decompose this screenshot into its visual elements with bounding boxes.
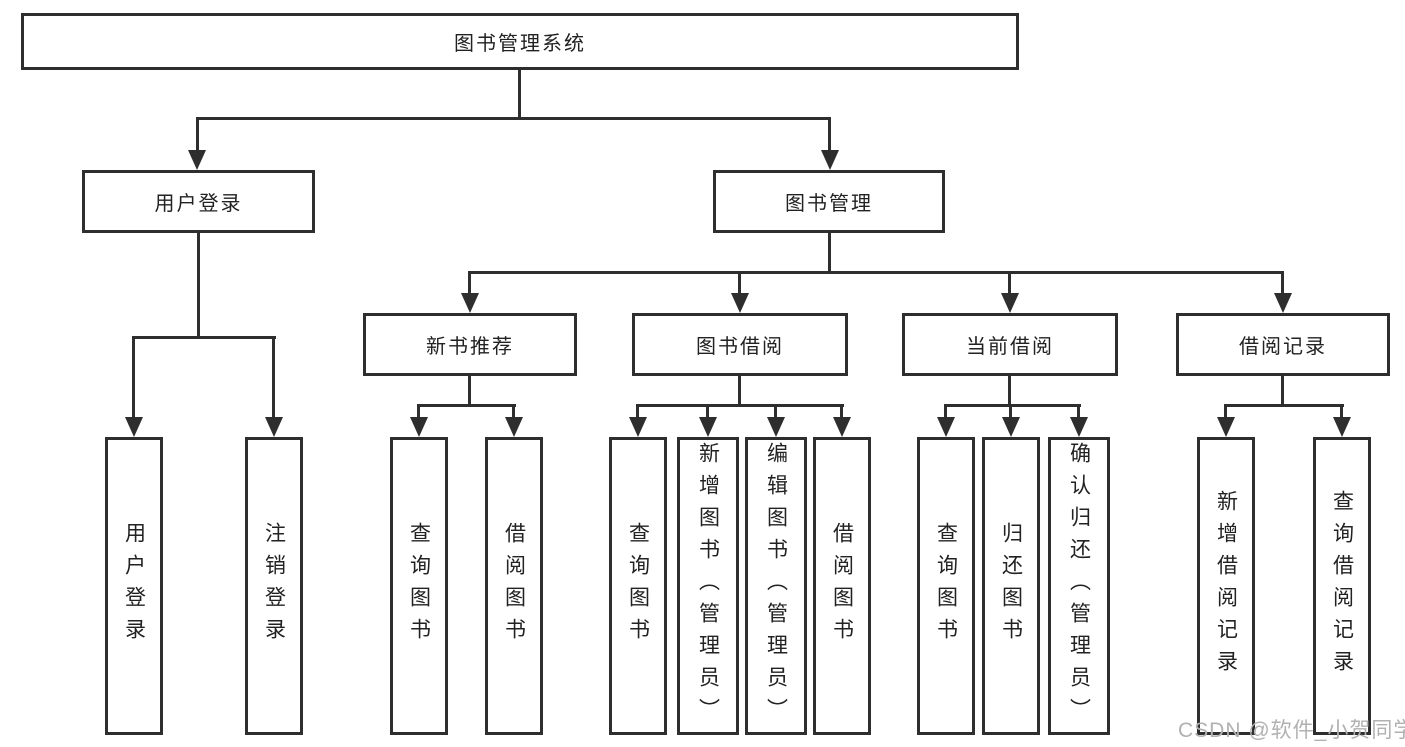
leaf-query-book-recommend-label: 查询图书 [407,522,431,650]
connector-to-current-borrow [1008,271,1011,295]
leaf-return-book-label: 归还图书 [999,522,1023,650]
node-borrow-record-label: 借阅记录 [1239,336,1327,358]
csdn-watermark: CSDN @软件_小贺同学 [1178,719,1405,742]
node-current-borrow: 当前借阅 [902,313,1118,376]
leaf-query-book-recommend: 查询图书 [390,437,448,735]
connector-leaf-stub [1340,404,1343,418]
connector-user-login-stem [197,233,200,337]
connector-root-bar [196,117,831,120]
leaf-user-login: 用户登录 [105,437,163,735]
arrow-down-icon [1070,417,1088,437]
leaf-query-book-borrow-label: 查询图书 [626,522,650,650]
arrow-down-icon [188,150,206,170]
arrow-down-icon [505,417,523,437]
leaf-edit-book-admin: 编辑图书（管理员） [745,437,807,735]
leaf-borrow-book-label: 借阅图书 [830,522,854,650]
node-root: 图书管理系统 [21,13,1019,70]
arrow-down-icon [629,417,647,437]
connector-leaf-stub [636,404,639,418]
connector-to-leaf-logout [272,336,275,417]
arrow-down-icon [731,293,749,313]
arrow-down-icon [410,417,428,437]
arrow-down-icon [265,417,283,437]
leaf-query-book-borrow: 查询图书 [609,437,667,735]
connector-book-borrow-stem [738,376,741,405]
leaf-add-borrow-record-label: 新增借阅记录 [1214,490,1238,682]
connector-current-borrow-stem [1008,376,1011,405]
arrow-down-icon [833,417,851,437]
node-book-management: 图书管理 [713,170,945,233]
node-book-borrow-label: 图书借阅 [696,336,784,358]
arrow-down-icon [937,417,955,437]
node-book-management-label: 图书管理 [785,193,873,215]
connector-root-stem [518,70,521,118]
leaf-add-book-admin-label: 新增图书（管理员） [696,442,720,730]
connector-book-management-stem [828,233,831,274]
connector-book-management-bar [468,271,1284,274]
connector-leaf-stub [706,404,709,418]
connector-new-book-recommend-bar [417,404,516,407]
node-new-book-recommend: 新书推荐 [363,313,577,376]
arrow-down-icon [1333,417,1351,437]
arrow-down-icon [1002,417,1020,437]
connector-root-to-user-login [196,117,199,150]
connector-leaf-stub [1224,404,1227,418]
node-current-borrow-label: 当前借阅 [966,336,1054,358]
connector-root-to-book-management [828,117,831,150]
connector-leaf-stub [1077,404,1080,418]
connector-to-book-borrow [738,271,741,295]
connector-leaf-stub [417,404,420,418]
connector-borrow-record-stem [1281,376,1284,405]
connector-to-borrow-record [1281,271,1284,295]
arrow-down-icon [699,417,717,437]
arrow-down-icon [461,293,479,313]
connector-leaf-stub [512,404,515,418]
connector-to-leaf-user-login [132,336,135,417]
connector-leaf-stub [1009,404,1012,418]
connector-borrow-record-bar [1224,404,1344,407]
leaf-query-book-current-label: 查询图书 [934,522,958,650]
connector-to-new-book-recommend [468,271,471,295]
connector-book-borrow-bar [636,404,844,407]
connector-leaf-stub [774,404,777,418]
node-user-login-label: 用户登录 [154,193,243,215]
leaf-query-borrow-record-label: 查询借阅记录 [1330,490,1354,682]
leaf-logout: 注销登录 [245,437,303,735]
node-borrow-record: 借阅记录 [1176,313,1390,376]
leaf-add-book-admin: 新增图书（管理员） [677,437,739,735]
leaf-borrow-book: 借阅图书 [813,437,871,735]
leaf-user-login-label: 用户登录 [122,522,146,650]
leaf-edit-book-admin-label: 编辑图书（管理员） [764,442,788,730]
arrow-down-icon [821,150,839,170]
arrow-down-icon [1217,417,1235,437]
arrow-down-icon [767,417,785,437]
node-new-book-recommend-label: 新书推荐 [426,336,514,358]
arrow-down-icon [1274,293,1292,313]
leaf-borrow-book-recommend-label: 借阅图书 [502,522,526,650]
leaf-confirm-return-admin: 确认归还（管理员） [1048,437,1110,735]
connector-leaf-stub [944,404,947,418]
connector-user-login-bar [132,336,276,339]
leaf-return-book: 归还图书 [982,437,1040,735]
node-user-login: 用户登录 [82,170,315,233]
connector-new-book-recommend-stem [468,376,471,405]
leaf-query-book-current: 查询图书 [917,437,975,735]
leaf-borrow-book-recommend: 借阅图书 [485,437,543,735]
connector-current-borrow-bar [944,404,1081,407]
leaf-query-borrow-record: 查询借阅记录 [1313,437,1371,735]
leaf-logout-label: 注销登录 [262,522,286,650]
node-root-label: 图书管理系统 [454,33,586,55]
connector-leaf-stub [840,404,843,418]
node-book-borrow: 图书借阅 [632,313,848,376]
arrow-down-icon [125,417,143,437]
leaf-confirm-return-admin-label: 确认归还（管理员） [1067,442,1091,730]
leaf-add-borrow-record: 新增借阅记录 [1197,437,1255,735]
arrow-down-icon [1001,293,1019,313]
